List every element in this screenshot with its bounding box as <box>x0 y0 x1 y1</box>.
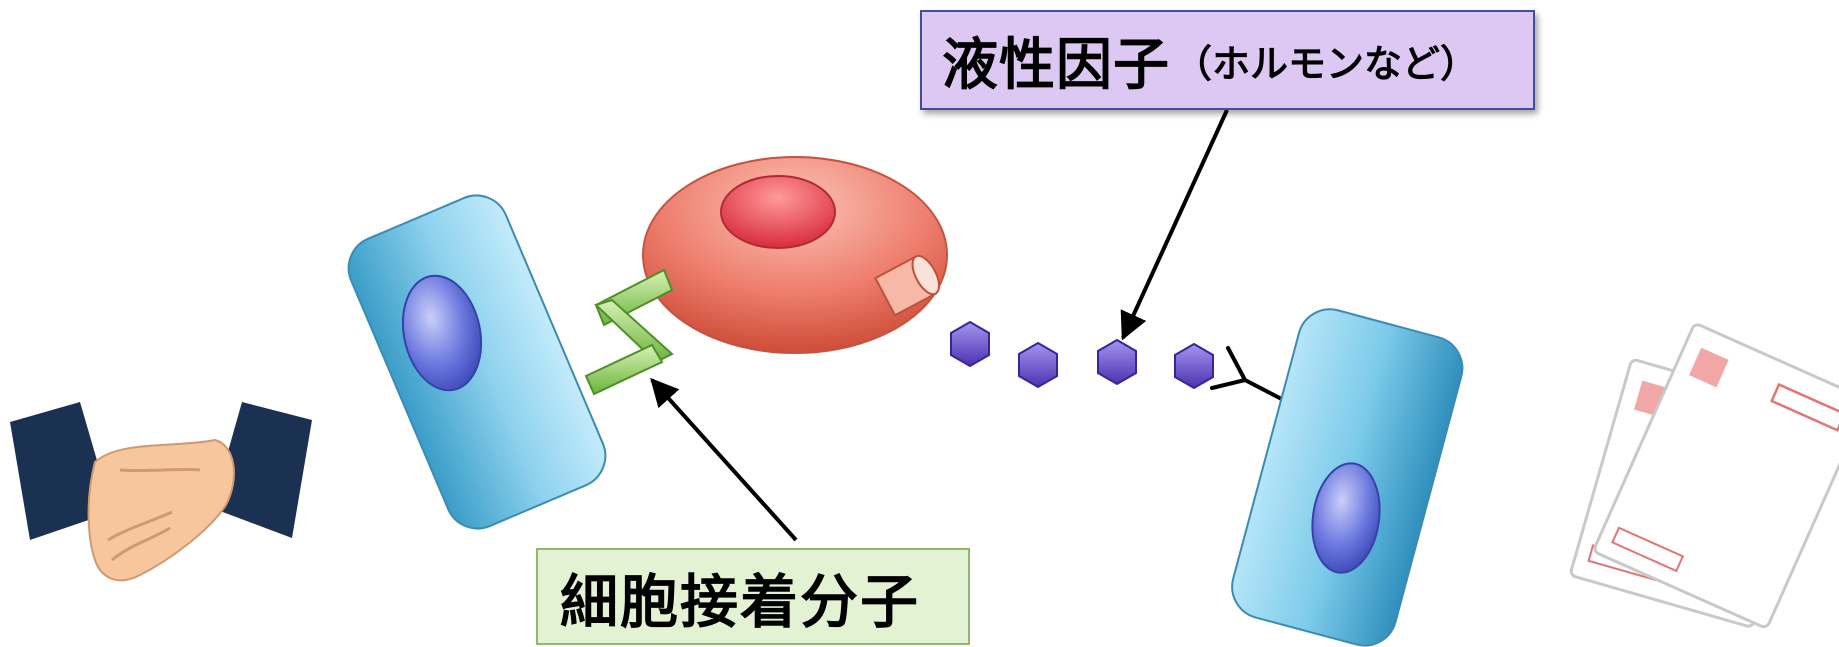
humoral-factor-label: 液性因子 （ホルモンなど） <box>920 10 1535 110</box>
hormone-molecule-3 <box>1097 338 1137 386</box>
cell-adhesion-molecule-label: 細胞接着分子 <box>536 548 970 645</box>
red-cell-nucleus <box>720 175 836 249</box>
adhesion-molecule <box>584 268 674 396</box>
hormone-molecule-2 <box>1018 341 1058 389</box>
cell-adhesion-molecule-text: 細胞接着分子 <box>560 567 921 636</box>
postcards-icon <box>1569 323 1839 629</box>
hormone-molecule-1 <box>950 320 990 368</box>
left-cell-nucleus <box>401 274 483 392</box>
handshake-icon <box>10 402 312 582</box>
arrow-to-adhesion <box>650 377 798 542</box>
humoral-factor-text: 液性因子 <box>942 32 1170 98</box>
humoral-factor-note: （ホルモンなど） <box>1174 41 1479 86</box>
hormone-molecule-4 <box>1174 342 1214 390</box>
red-cell <box>642 156 948 354</box>
right-cell-nucleus <box>1311 462 1381 574</box>
secretion-channel <box>873 254 941 317</box>
arrow-to-hormone <box>1120 109 1229 341</box>
